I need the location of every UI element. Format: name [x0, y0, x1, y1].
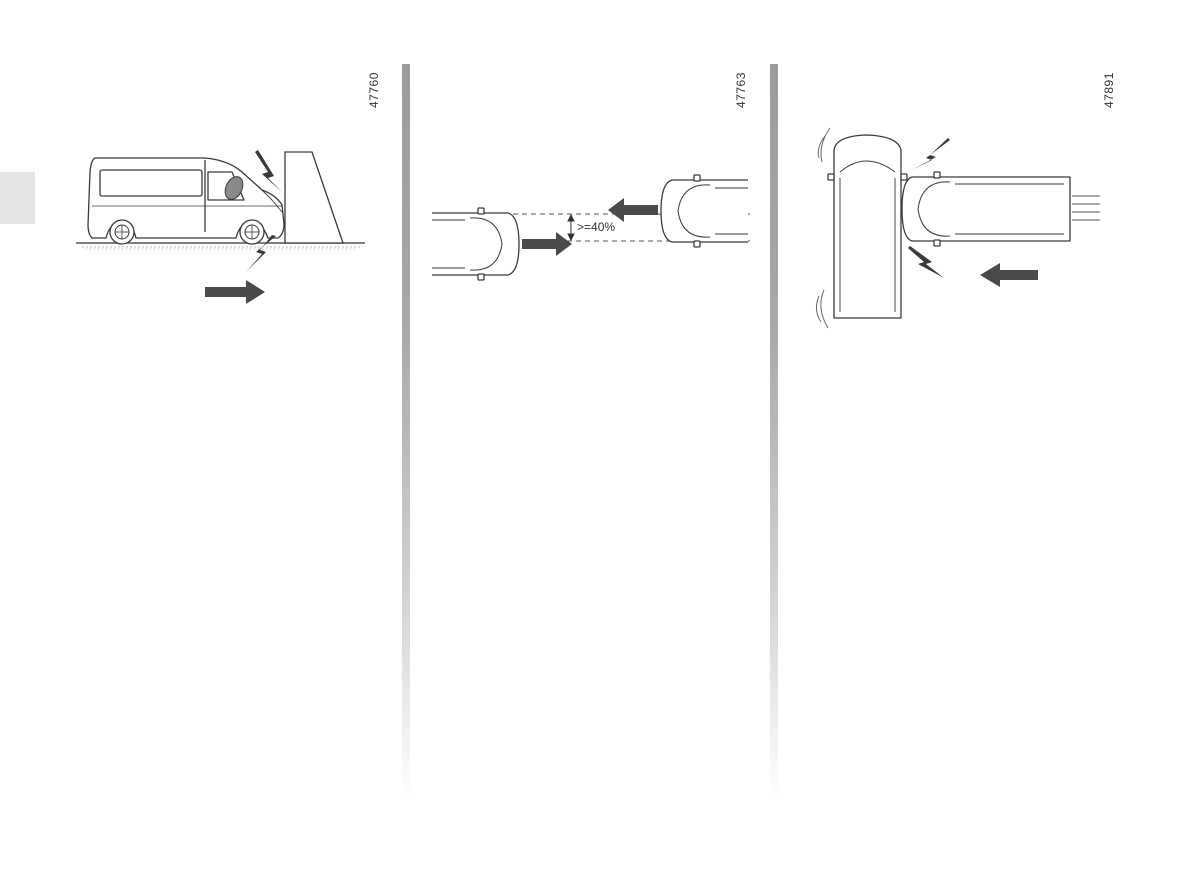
- mirror-icon: [224, 176, 244, 200]
- side-collision-figure: [815, 127, 1100, 329]
- crash-barrier: [284, 151, 344, 244]
- frontal-collision-figure: [76, 150, 365, 304]
- arrow-left-icon: [608, 198, 658, 222]
- impact-bolt-upper-icon: [912, 138, 950, 170]
- direction-arrow-icon: [980, 263, 1038, 287]
- offset-collision-figure: >=40%: [432, 174, 750, 281]
- vehicle-left-top-view: [432, 207, 520, 281]
- overlap-percentage-label: >=40%: [577, 220, 615, 234]
- direction-arrow-icon: [205, 280, 265, 304]
- column-divider-1: [402, 64, 410, 800]
- vehicle-right-top-view: [660, 174, 748, 248]
- chapter-tab: [0, 172, 35, 224]
- overlap-dimension: [567, 213, 575, 242]
- vehicle-striking-top-view: [901, 171, 1071, 247]
- impact-bolt-lower-icon: [908, 246, 944, 278]
- impact-bolt-lower-icon: [246, 235, 276, 272]
- shake-marks: [815, 127, 831, 329]
- column-divider-2: [770, 64, 778, 800]
- impact-bolt-upper-icon: [255, 150, 282, 192]
- speed-lines: [1072, 195, 1100, 221]
- arrow-right-icon: [522, 232, 572, 256]
- vehicle-struck-top-view: [827, 134, 908, 319]
